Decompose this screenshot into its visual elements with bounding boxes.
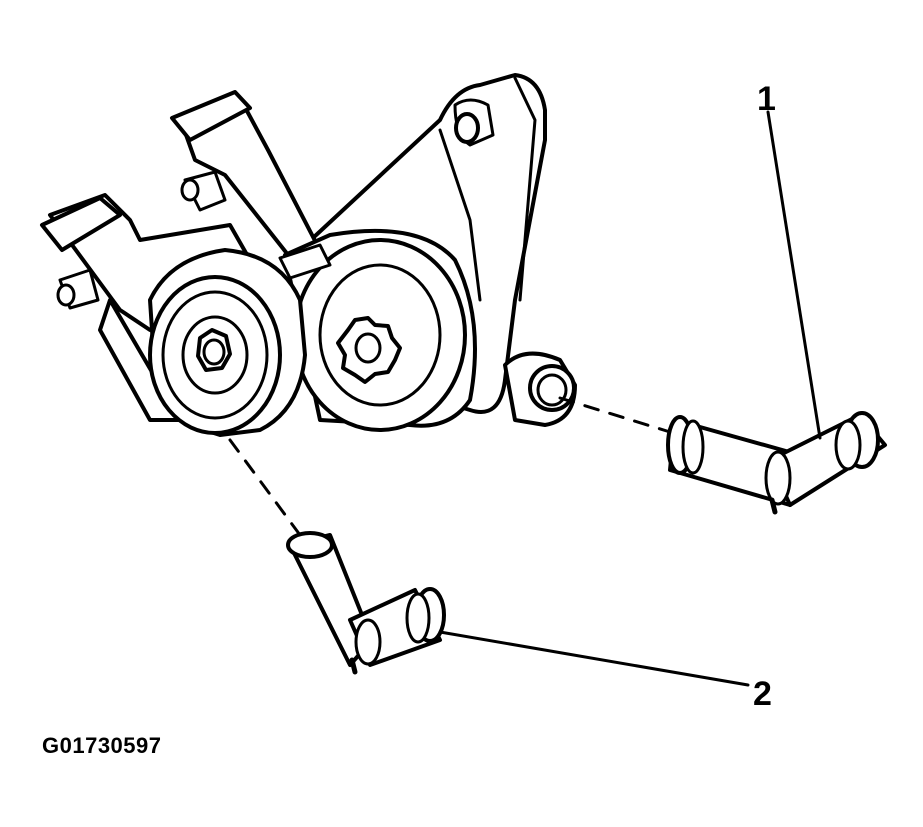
hose-elbow-1 [666,411,887,515]
callout-leader-lines [438,110,822,687]
alignment-dashes [228,396,672,537]
callout-number-2: 2 [753,675,772,713]
callout-number-1: 1 [757,80,776,118]
hose-elbow-2 [286,531,446,675]
tensioner-hub [336,316,402,384]
idler-pulley [148,248,307,437]
rear-arm [170,90,327,272]
figure-id-label: G01730597 [42,733,162,758]
